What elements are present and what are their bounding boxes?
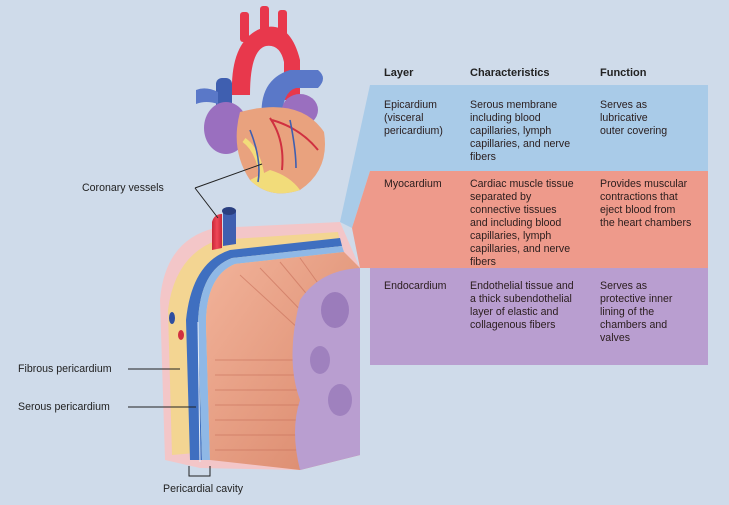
label-coronary-vessels: Coronary vessels <box>82 182 164 194</box>
heart-wall-section <box>160 222 360 470</box>
endocardium-layer: Endocardium <box>384 280 447 292</box>
label-pericardial-cavity: Pericardial cavity <box>163 483 244 495</box>
endocardium-function: Serves as protective inner lining of the… <box>600 280 673 344</box>
header-characteristics: Characteristics <box>470 67 550 79</box>
coronary-vessels-section <box>212 207 236 250</box>
myocardium-layer: Myocardium <box>384 178 442 190</box>
header-function: Function <box>600 67 647 79</box>
endocardium-characteristics: Endothelial tissue and a thick subendoth… <box>470 280 574 331</box>
header-layer: Layer <box>384 67 414 79</box>
epicardium-wedge <box>340 85 370 228</box>
leader-lines <box>128 163 263 477</box>
heart-illustration <box>196 6 325 194</box>
epicardium-layer: Epicardium (visceral pericardium) <box>384 99 443 137</box>
label-serous-pericardium: Serous pericardium <box>18 401 110 413</box>
epicardium-band <box>370 85 708 171</box>
epicardium-characteristics: Serous membrane including blood capillar… <box>470 99 571 163</box>
myocardium-characteristics: Cardiac muscle tissue separated by conne… <box>470 178 574 268</box>
myocardium-wedge <box>352 171 370 268</box>
epicardium-function: Serves as lubricative outer covering <box>600 99 668 137</box>
endocardium-band <box>370 268 708 365</box>
label-fibrous-pericardium: Fibrous pericardium <box>18 363 112 375</box>
myocardium-function: Provides muscular contractions that ejec… <box>600 178 692 229</box>
myocardium-band <box>370 171 708 268</box>
